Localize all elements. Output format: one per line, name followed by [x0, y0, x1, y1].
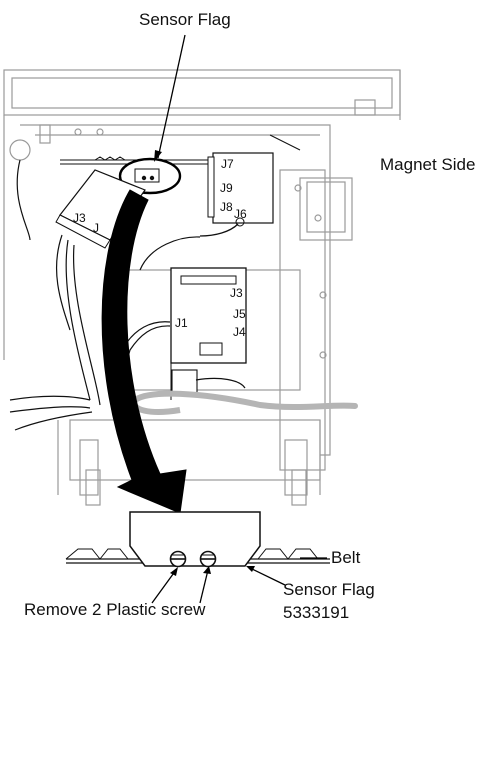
sensor-flag-detail	[65, 511, 330, 604]
part-number-label: 5333191	[283, 603, 350, 622]
connector-j3-left-label: J3	[73, 211, 86, 225]
connector-j6-label: J6	[234, 207, 247, 221]
sensor-flag-label-top: Sensor Flag	[139, 10, 231, 29]
remove-screws-label: Remove 2 Plastic screw	[24, 600, 206, 619]
connector-j3-main-label: J3	[230, 286, 243, 300]
connector-j9-label: J9	[220, 181, 233, 195]
connector-j1-label: J1	[175, 316, 188, 330]
connector-j7-label: J7	[221, 157, 234, 171]
belt-label: Belt	[331, 548, 361, 567]
connector-j4-label: J4	[233, 325, 246, 339]
plastic-screw-icon	[199, 550, 217, 568]
sensor-flag-label-bottom: Sensor Flag	[283, 580, 375, 599]
big-curved-arrow	[101, 189, 187, 514]
gray-cable	[132, 390, 358, 411]
plastic-screw-icon	[169, 550, 187, 568]
board-main	[170, 267, 247, 400]
connector-j8-label: J8	[220, 200, 233, 214]
board-upper-left	[55, 169, 146, 249]
magnet-side-label: Magnet Side	[380, 155, 476, 174]
connector-j5-label: J5	[233, 307, 246, 321]
connector-j-left-label: J	[93, 221, 99, 235]
board-upper-right	[199, 152, 274, 237]
cables	[9, 159, 246, 431]
sensor-flag-callout	[118, 34, 186, 195]
